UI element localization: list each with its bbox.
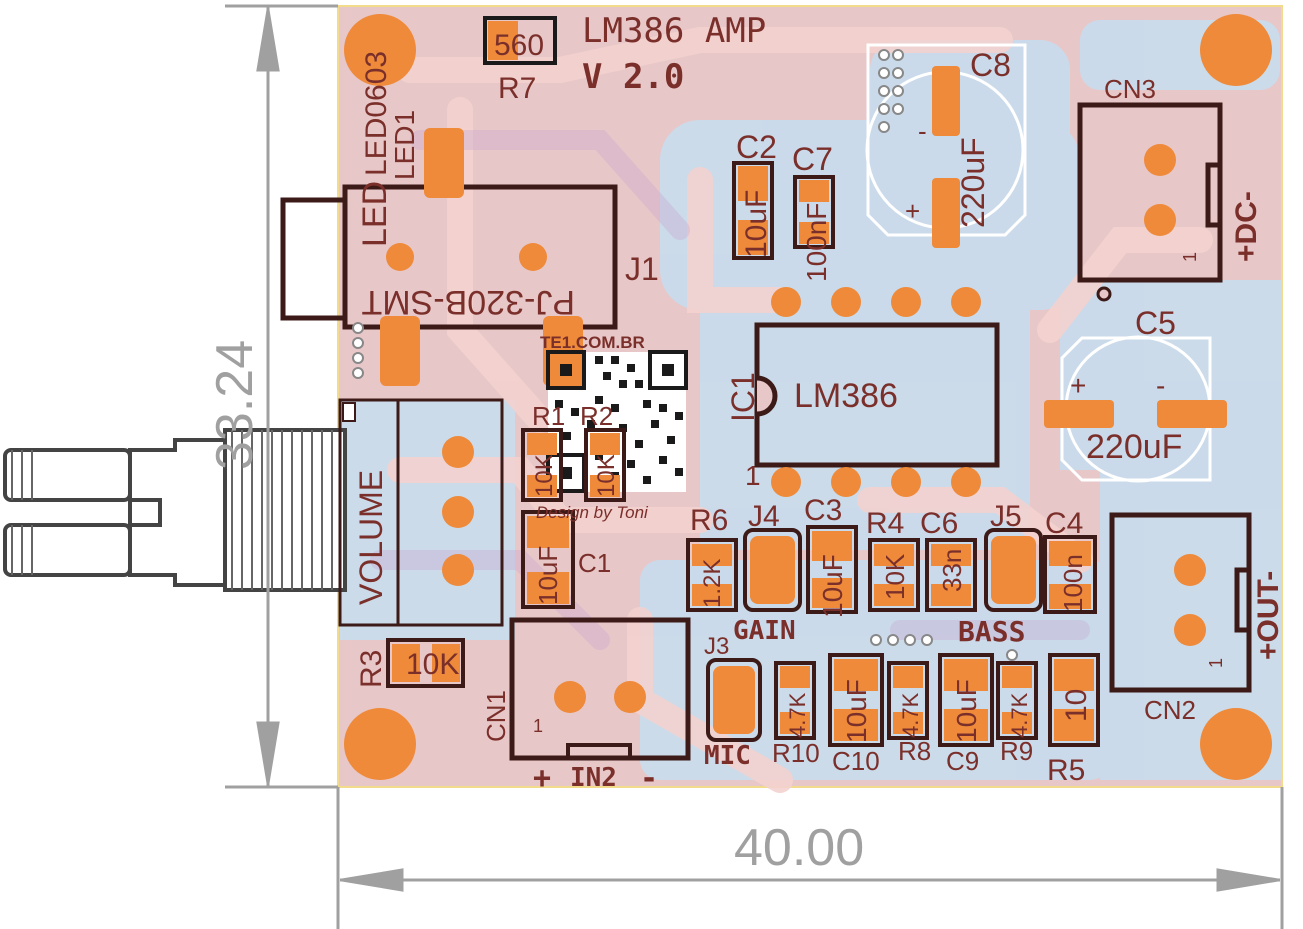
volume-pot-footprint xyxy=(338,398,504,627)
ic1-lm386 xyxy=(754,287,1000,497)
j3-ref: J3 xyxy=(704,633,729,660)
c7-value: 100nF xyxy=(801,203,832,282)
r10-value: 4.7K xyxy=(785,692,810,738)
r4-ref: R4 xyxy=(866,507,904,540)
r4-value: 10K xyxy=(880,553,910,600)
c3-value: 10uF xyxy=(817,554,848,618)
c3-ref: C3 xyxy=(804,494,842,527)
cn2-connector xyxy=(1109,512,1252,693)
cn1-plus: + xyxy=(533,761,551,796)
led1-label: LED xyxy=(356,181,394,247)
r8-value: 4.7K xyxy=(898,692,923,738)
c4-value: 100n xyxy=(1058,554,1088,612)
j3-label: MIC xyxy=(704,741,751,771)
dimension-lines xyxy=(225,4,1284,929)
r6-value: 1.2K xyxy=(699,559,726,608)
c1-value: 10uF xyxy=(533,546,563,605)
r6-ref: R6 xyxy=(690,504,728,537)
c8-plus: + xyxy=(905,196,920,226)
cn1-pin1: 1 xyxy=(533,716,543,736)
c8-capacitor xyxy=(865,43,1027,248)
cn1-ref: CN1 xyxy=(481,690,511,742)
cn3-label: +DC- xyxy=(1230,191,1263,262)
ic1-part: LM386 xyxy=(794,377,898,415)
cn2-pin1: 1 xyxy=(1206,658,1226,668)
j5-label: BASS xyxy=(958,615,1025,648)
board-title: LM386 AMP xyxy=(582,11,766,51)
cn3-connector xyxy=(1077,102,1223,302)
volume-label: VOLUME xyxy=(353,470,389,605)
mounting-hole-br xyxy=(1200,708,1272,780)
c5-value: 220uF xyxy=(1086,428,1182,466)
r7-ref: R7 xyxy=(498,72,536,105)
c6-ref: C6 xyxy=(920,507,958,540)
mounting-hole-tr xyxy=(1200,14,1272,86)
j4-label: GAIN xyxy=(733,616,796,646)
r5-value: 10 xyxy=(1060,689,1093,722)
c8-value: 220uF xyxy=(955,137,991,228)
c10-ref: C10 xyxy=(832,746,880,776)
cn3-pin1: 1 xyxy=(1180,252,1200,262)
c8-ref: C8 xyxy=(970,47,1011,83)
c10-value: 10uF xyxy=(841,679,872,743)
r2-ref: R2 xyxy=(580,401,613,431)
ic1-ref: IC1 xyxy=(725,372,761,422)
board-version: V 2.0 xyxy=(582,57,684,97)
designer-credit: Design by Toni xyxy=(536,503,649,522)
r1-ref: R1 xyxy=(532,401,565,431)
cn1-connector xyxy=(509,617,691,761)
dimension-width: 40.00 xyxy=(734,819,864,877)
cn2-ref: CN2 xyxy=(1144,695,1196,725)
dimension-height: 33.24 xyxy=(206,340,264,470)
potentiometer-shaft xyxy=(3,428,347,592)
c1-ref: C1 xyxy=(578,548,611,578)
c9-ref: C9 xyxy=(946,746,979,776)
r1-value: 10K xyxy=(531,454,558,497)
mounting-hole-tl xyxy=(344,14,416,86)
r9-value: 4.7K xyxy=(1007,692,1032,738)
r7-value: 560 xyxy=(494,29,544,62)
j1-part: PJ-320B-SMT xyxy=(362,283,576,321)
c8-minus: - xyxy=(918,116,927,146)
c5-ref: C5 xyxy=(1135,305,1176,341)
j4-ref: J4 xyxy=(748,500,780,533)
mounting-holes xyxy=(344,14,1272,780)
c9-value: 10uF xyxy=(951,679,982,743)
r3-value: 10K xyxy=(406,648,459,681)
c2-value: 10uF xyxy=(740,190,773,258)
cn2-label: +OUT- xyxy=(1252,571,1285,660)
c2-ref: C2 xyxy=(736,129,777,165)
ic1-pin1: 1 xyxy=(745,460,761,491)
website-label: TE1.COM.BR xyxy=(540,333,645,352)
j1-ref: J1 xyxy=(625,251,659,287)
r5-ref: R5 xyxy=(1047,754,1085,787)
c7-ref: C7 xyxy=(792,141,833,177)
mounting-hole-bl xyxy=(344,708,416,780)
r10-ref: R10 xyxy=(772,738,820,768)
r8-ref: R8 xyxy=(898,736,931,766)
r3-ref: R3 xyxy=(355,650,388,688)
c6-value: 33n xyxy=(937,549,967,592)
trace-layer-2 xyxy=(370,130,1090,650)
r2-value: 10K xyxy=(593,454,620,497)
c5-plus: + xyxy=(1070,370,1086,401)
cn1-label: IN2 xyxy=(570,763,617,793)
j5-ref: J5 xyxy=(990,500,1022,533)
c4-ref: C4 xyxy=(1045,507,1083,540)
led1-ref: LED1 xyxy=(389,110,420,180)
r9-ref: R9 xyxy=(1000,736,1033,766)
led1-package: LED0603 xyxy=(360,51,393,176)
cn3-ref: CN3 xyxy=(1104,74,1156,104)
c5-minus: - xyxy=(1156,370,1165,401)
smd-parts xyxy=(386,16,1100,747)
cn1-minus: - xyxy=(640,761,658,796)
c5-capacitor xyxy=(1044,335,1227,483)
